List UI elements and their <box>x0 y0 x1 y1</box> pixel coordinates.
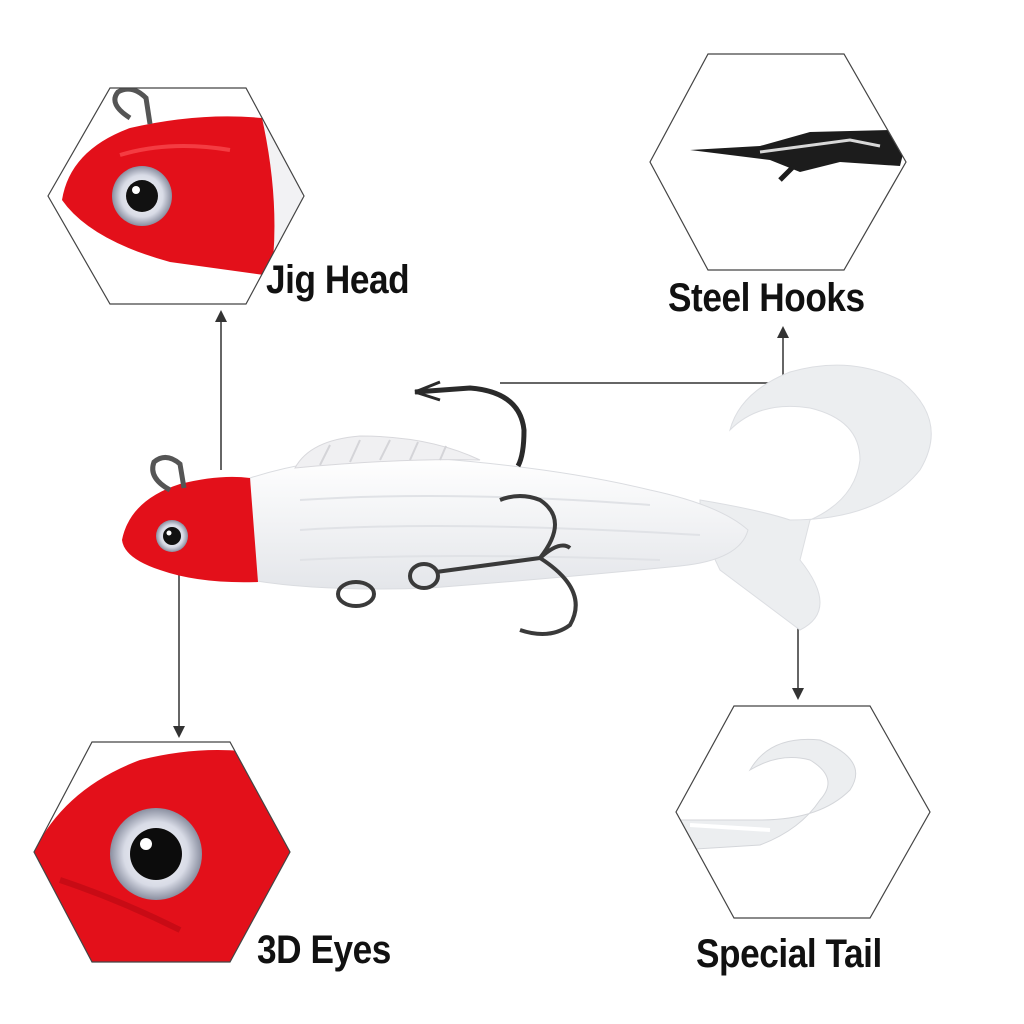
lure-top-hook <box>414 385 527 468</box>
steel-hooks-arrowhead <box>777 326 789 338</box>
lure-head <box>122 476 258 583</box>
special-tail-label: Special Tail <box>696 932 882 976</box>
jig-head-arrowhead <box>215 310 227 322</box>
steel-hooks-label: Steel Hooks <box>668 276 865 320</box>
lure-body <box>249 456 749 590</box>
lure-treble-hook <box>336 494 578 636</box>
tail-arrowhead <box>792 688 804 700</box>
jig-head-label: Jig Head <box>266 258 410 302</box>
steel-hooks-pointer-line <box>500 334 784 384</box>
lure-fin <box>294 435 481 469</box>
eyes-arrowhead <box>173 726 185 738</box>
eyes-hexagon <box>33 741 291 963</box>
lure-tail <box>699 364 932 631</box>
steel-hooks-hexagon <box>649 53 907 271</box>
tail-hexagon <box>675 705 931 919</box>
eyes-label: 3D Eyes <box>257 928 391 972</box>
lure-main <box>122 364 932 636</box>
